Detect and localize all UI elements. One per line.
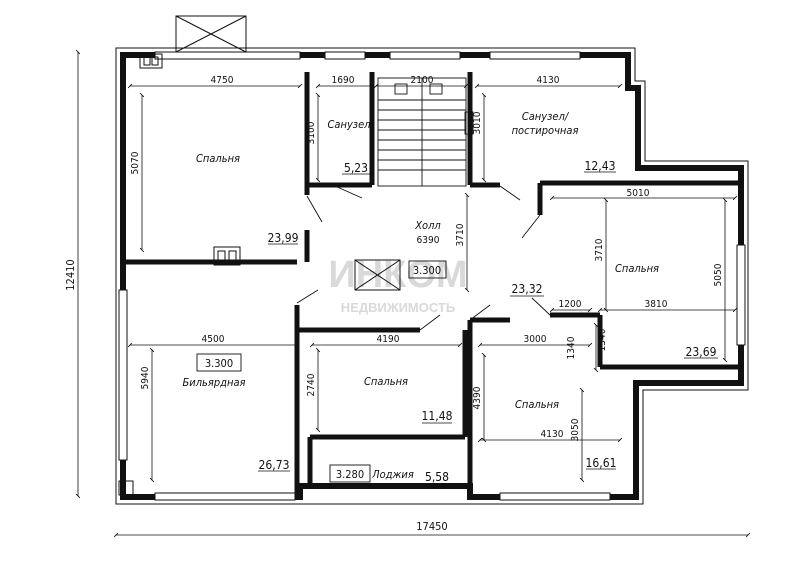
overall-width: 17450	[416, 520, 447, 533]
loggia-area: 5,58	[425, 470, 449, 484]
dim-bedroom-e-bottom-a: 1200	[559, 299, 582, 310]
dim-bedroom-se-top: 3000	[524, 334, 547, 345]
hall-level: 3.300	[413, 264, 441, 277]
dim-bath-small-width: 1690	[332, 75, 355, 86]
bedroom-se-area: 16,61	[586, 456, 617, 470]
hall-skylight	[354, 259, 401, 291]
vent-boxes	[118, 53, 241, 496]
bedroom-c-label: Спальня	[364, 375, 408, 388]
dim-bedroom-e-height: 3710	[594, 238, 605, 261]
dim-bedroom-c-height: 2740	[306, 373, 317, 396]
dim-bath-laundry-width: 4130	[537, 75, 560, 86]
dimension-lines	[75, 49, 751, 538]
bedroom-se-label: Спальня	[515, 398, 559, 411]
doors	[296, 185, 551, 331]
bedroom-c-area: 11,48	[422, 409, 453, 423]
dim-stairs-width: 2100	[411, 75, 434, 86]
loggia-level: 3.280	[336, 468, 364, 481]
dim-bedroom-nw-width: 4750	[211, 75, 234, 86]
dim-bedroom-se-height-2: 3050	[570, 418, 581, 441]
watermark: ИНКОМ НЕДВИЖИМОСТЬ	[328, 254, 467, 315]
dim-bedroom-nw-height: 5070	[130, 151, 141, 174]
chimney	[175, 15, 247, 53]
dim-bedroom-se-width: 4130	[541, 429, 564, 440]
bedroom-e-label: Спальня	[615, 262, 659, 275]
bedroom-nw-area: 23,99	[268, 231, 299, 245]
bath-laundry-area: 12,43	[585, 159, 616, 173]
bath-laundry-label-1: Санузел/	[522, 110, 570, 123]
hall-label: Холл	[414, 219, 441, 232]
billiard-label: Бильярдная	[183, 376, 246, 389]
windows	[118, 51, 746, 501]
dim-bath-laundry-height: 3010	[472, 111, 483, 134]
exterior-walls	[115, 47, 749, 505]
dim-billiard-width: 4500	[202, 334, 225, 345]
area-underlines	[258, 171, 718, 485]
overall-depth: 12410	[64, 259, 77, 290]
dim-bedroom-c-width: 4190	[377, 334, 400, 345]
dim-hall-vertical: 3710	[455, 223, 466, 246]
dim-bedroom-se-height: 4390	[472, 386, 483, 409]
hall-area: 23,32	[512, 282, 543, 296]
loggia-label: Лоджия	[371, 468, 414, 481]
bedroom-nw-label: Спальня	[196, 152, 240, 165]
billiard-area: 26,73	[259, 458, 290, 472]
billiard-level: 3.300	[205, 357, 233, 370]
dim-billiard-height: 5940	[140, 366, 151, 389]
bath-small-area: 5,23	[344, 161, 368, 175]
bedroom-e-area: 23,69	[686, 345, 717, 359]
dim-bedroom-e-notch: 1340	[597, 328, 608, 351]
level-boxes	[196, 260, 447, 483]
dim-bedroom-e-width: 5010	[627, 188, 650, 199]
dim-bedroom-se-notch: 1340	[566, 336, 577, 359]
watermark-subtitle: НЕДВИЖИМОСТЬ	[341, 300, 455, 315]
interior-walls	[123, 72, 741, 497]
bath-small-label: Санузел	[328, 118, 372, 131]
bath-laundry-label-2: постирочная	[512, 124, 579, 137]
dim-bath-small-height: 3100	[306, 121, 317, 144]
staircase	[377, 77, 474, 187]
dim-bedroom-e-bottom-b: 3810	[645, 299, 668, 310]
dim-bedroom-e-height-2: 5050	[713, 263, 724, 286]
dim-hall: 6390	[417, 235, 440, 246]
